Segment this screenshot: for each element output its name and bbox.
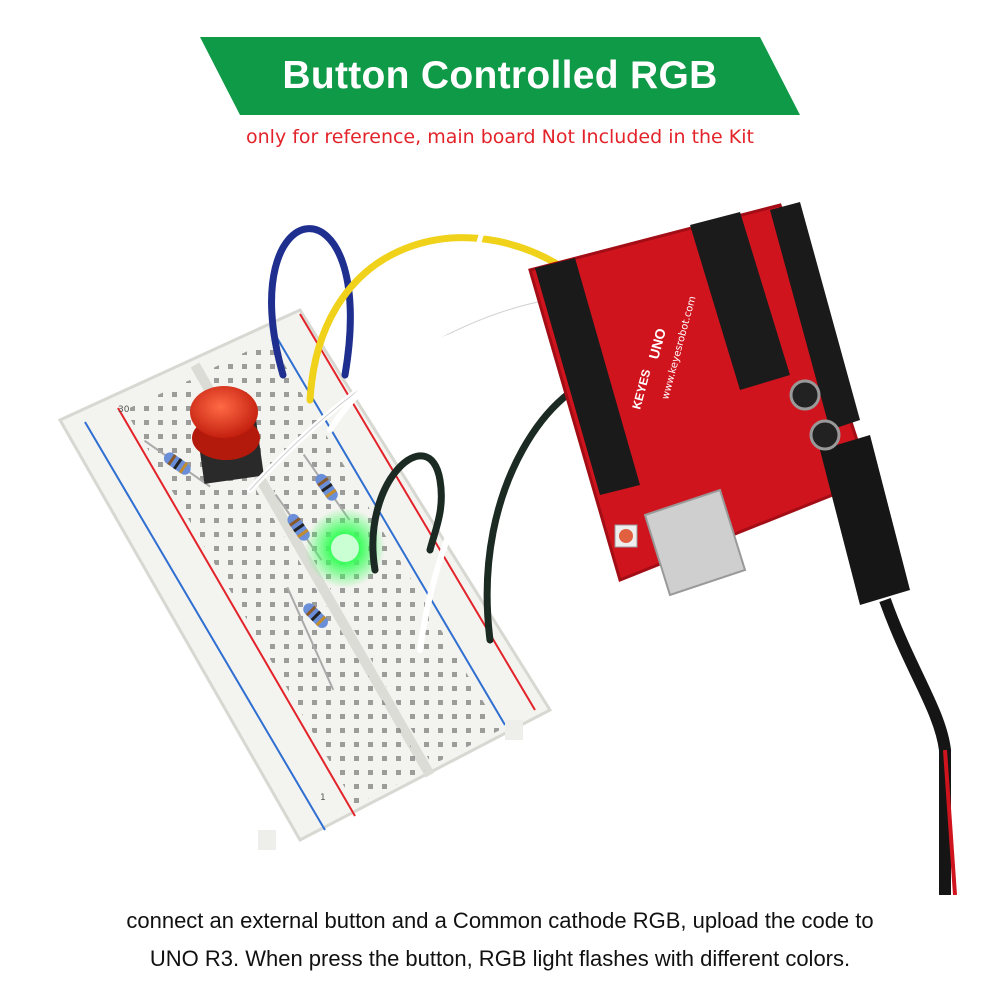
capacitor: [809, 419, 841, 451]
rail-line-red-right: [299, 313, 536, 711]
power-jack: [820, 435, 910, 605]
reset-cap: [619, 529, 633, 543]
button-cap: [190, 386, 258, 438]
caption-line-1: connect an external button and a Common …: [126, 908, 874, 933]
page-title: Button Controlled RGB: [282, 54, 718, 97]
circuit-photo: 30 1: [57, 150, 957, 895]
led-body: [331, 534, 359, 562]
digital-header: [535, 258, 640, 495]
hole-grid-left: [125, 380, 425, 805]
row-number: 30: [118, 405, 130, 415]
capacitor: [789, 379, 821, 411]
caption: connect an external button and a Common …: [20, 902, 980, 978]
power-header: [770, 202, 860, 430]
wire-yellow: [306, 234, 584, 404]
push-button: [190, 386, 264, 484]
rail-line-red-left: [117, 407, 356, 817]
usb-port: [643, 488, 747, 597]
board-name: UNO: [645, 326, 669, 360]
breadboard-foot: [258, 830, 276, 850]
atmega-chip: [690, 212, 790, 390]
page-subtitle: only for reference, main board Not Inclu…: [246, 126, 754, 148]
breadboard-foot: [505, 720, 523, 740]
wire-dark: [369, 452, 445, 574]
caption-line-2: UNO R3. When press the button, RGB light…: [149, 946, 851, 971]
resistor: [143, 439, 211, 488]
breadboard: 30 1: [57, 308, 553, 850]
row-number: 1: [320, 793, 326, 803]
banner-shape: [200, 37, 800, 115]
title-banner: Button Controlled RGB: [200, 37, 800, 115]
resistor: [286, 586, 335, 691]
wire-white-long: [471, 187, 503, 313]
power-cable-red: [943, 749, 957, 895]
rgb-led: [305, 508, 385, 588]
uno-board: UNO KEYES www.keyesrobot.com: [528, 202, 957, 895]
wire-blue: [268, 225, 354, 379]
power-cable-black: [879, 597, 951, 895]
rail-line-blue-left: [84, 421, 326, 831]
banner-parallelogram: [200, 37, 800, 115]
